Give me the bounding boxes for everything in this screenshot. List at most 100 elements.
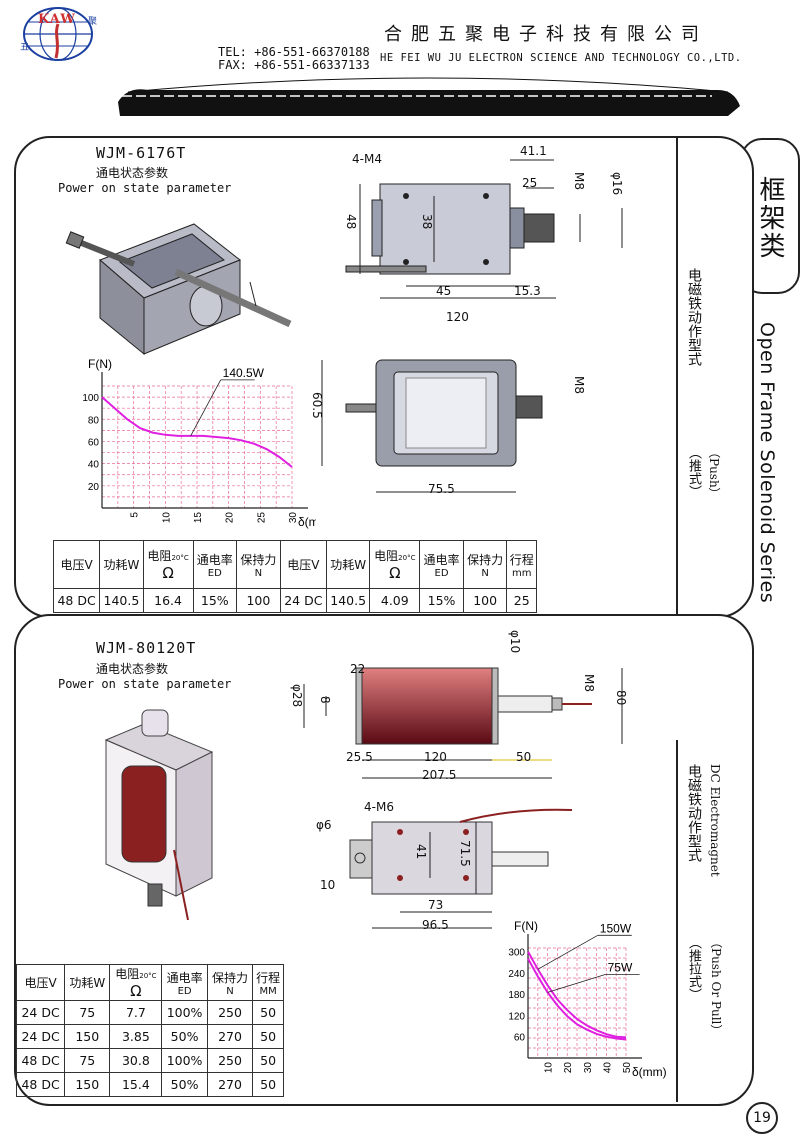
dim-d28: φ28	[290, 684, 304, 708]
fax-number: FAX: +86-551-66337133	[218, 58, 370, 72]
dim-207-5: 207.5	[422, 768, 457, 782]
dim-45: 45	[436, 284, 452, 298]
state-label-cn-1: 通电状态参数	[96, 166, 169, 180]
product-image-1	[64, 200, 304, 360]
logo-cn-left: 五	[20, 43, 30, 53]
state-label-cn-2: 通电状态参数	[96, 662, 169, 676]
table-cell: 150	[64, 1072, 111, 1097]
table-cell: 50	[252, 1024, 284, 1049]
dim-60-5: 60.5	[310, 392, 324, 419]
dim-38: 38	[420, 214, 434, 230]
chart-grid	[102, 385, 293, 508]
table-cell: 48 DC	[15, 1072, 66, 1097]
dim-25-5: 25.5	[346, 750, 373, 764]
series-line	[527, 958, 627, 1041]
company-name-cn: 合肥五聚电子科技有限公司	[384, 24, 708, 45]
action-cn-2: （推拉式）	[686, 936, 701, 1001]
dim-48: 48	[344, 214, 358, 230]
chart-grid	[528, 947, 627, 1058]
dimension-drawing-1b: 60.5 M8 75.5	[310, 352, 610, 502]
product-type-cn-2: 电磁铁动作型式	[686, 764, 702, 862]
table-header-cell: 功耗W	[64, 964, 111, 1001]
x-tick-label: 50	[622, 1062, 633, 1074]
action-cn-1: （推式）	[686, 446, 701, 498]
table-cell: 250	[206, 1048, 254, 1073]
table-cell: 16.4	[142, 588, 194, 613]
model-name-2: WJM-80120T	[96, 639, 197, 657]
y-axis-label: F(N)	[88, 357, 112, 371]
table-cell: 24 DC	[15, 1024, 66, 1049]
dim-120-2: 120	[424, 750, 447, 764]
table-header-cell: 功耗W	[99, 540, 144, 589]
series-line	[101, 396, 293, 468]
table-cell: 15%	[192, 588, 238, 613]
y-tick-label: 20	[88, 482, 100, 493]
product-type-en-2: DC Electromagnet	[708, 764, 722, 877]
dim-m8-1: M8	[572, 172, 586, 190]
series-title: Open Frame Solenoid Series	[756, 322, 778, 604]
table-cell: 75	[64, 1048, 111, 1073]
series-label-leader	[190, 379, 222, 437]
table-cell: 50%	[161, 1072, 208, 1097]
table-cell: 4.09	[369, 588, 421, 613]
table-cell: 50	[252, 1048, 284, 1073]
action-en-2: （Push Or Pull）	[709, 936, 723, 1037]
y-tick-label: 240	[508, 969, 525, 980]
series-label-leader	[537, 934, 598, 970]
dimension-drawing-1a: 4-M4 41.1 25 M8 φ16 48 38 45 15.3 120	[336, 144, 636, 328]
table-header-cell: 电压V	[15, 964, 66, 1001]
x-tick-label: 10	[544, 1062, 555, 1074]
contact-info: TEL: +86-551-66370188 FAX: +86-551-66337…	[218, 46, 370, 72]
state-label-en-2: Power on state parameter	[58, 677, 232, 691]
series-label: 150W	[600, 921, 632, 935]
table-cell: 50	[252, 1072, 284, 1097]
table-cell: 270	[206, 1072, 254, 1097]
dim-25: 25	[522, 176, 538, 190]
dim-50: 50	[516, 750, 532, 764]
table-cell: 100	[236, 588, 281, 613]
table-cell: 48 DC	[52, 588, 101, 613]
table-cell: 250	[206, 1000, 254, 1025]
page-number: 19	[753, 1110, 771, 1126]
x-tick-label: 30	[583, 1062, 594, 1074]
dim-80: 80	[614, 690, 628, 706]
table-cell: 24 DC	[15, 1000, 66, 1025]
y-tick-label: 60	[514, 1033, 526, 1044]
series-label: 75W	[608, 960, 633, 974]
series-label: 140.5W	[223, 366, 265, 380]
dim-m8-2: M8	[572, 376, 586, 394]
table-header-cell: 功耗W	[325, 540, 371, 589]
table-cell: 15%	[419, 588, 464, 613]
product-image-2	[92, 700, 232, 921]
state-label-en-1: Power on state parameter	[58, 181, 232, 195]
dim-73: 73	[428, 898, 444, 912]
action-en-1: （Push）	[707, 446, 721, 500]
category-title: 框架类	[755, 176, 785, 260]
table-cell: 30.8	[109, 1048, 163, 1073]
x-tick-label: 20	[225, 512, 236, 524]
table-cell: 140.5	[99, 588, 144, 613]
y-axis-label: F(N)	[514, 919, 538, 933]
x-tick-label: 20	[563, 1062, 574, 1074]
table-cell: 50%	[161, 1024, 208, 1049]
table-header-cell: 电压V	[52, 540, 101, 589]
y-tick-label: 40	[88, 460, 100, 471]
